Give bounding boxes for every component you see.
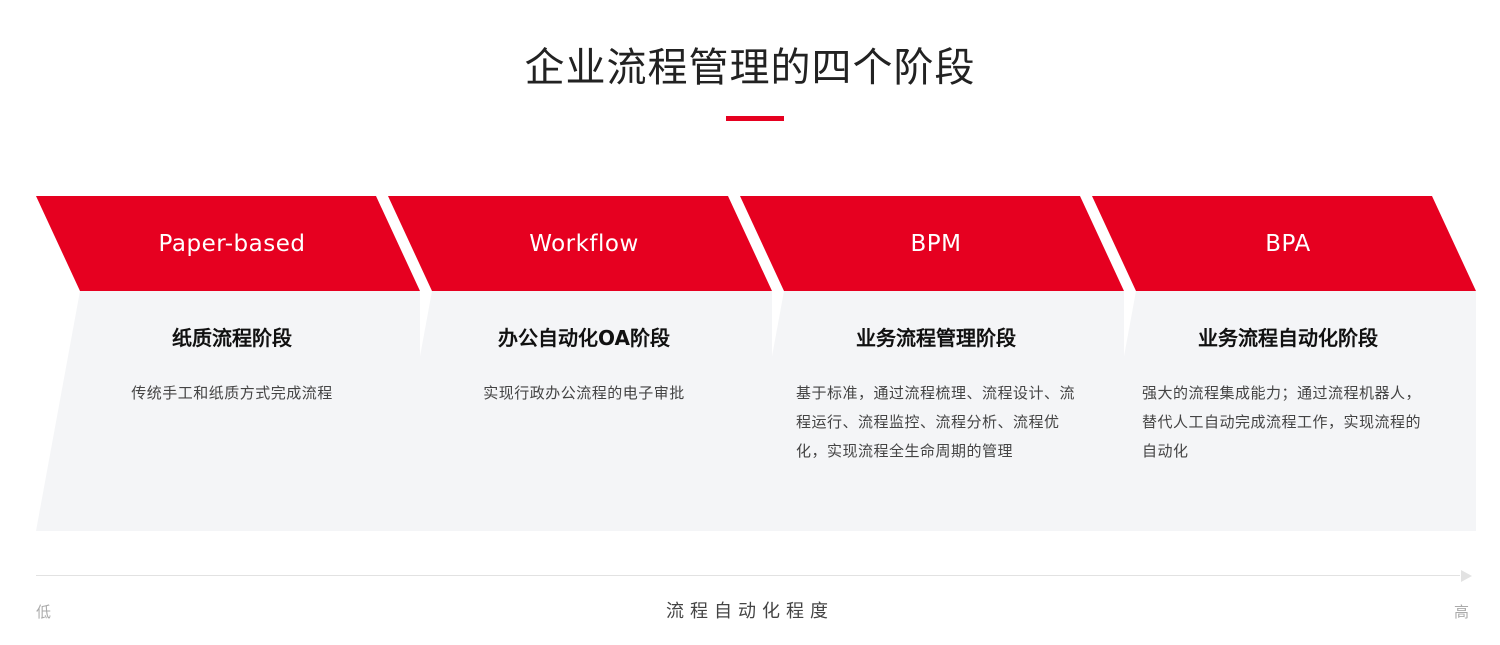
axis-line	[36, 575, 1460, 576]
stage-heading: 业务流程自动化阶段	[1198, 326, 1378, 350]
stage-shape	[740, 196, 1124, 531]
axis-arrow-icon	[1461, 570, 1472, 582]
stage-shape	[388, 196, 772, 531]
stage-description: 实现行政办公流程的电子审批	[483, 384, 685, 402]
stage-name: Workflow	[529, 231, 639, 257]
stage-name: BPA	[1265, 231, 1311, 257]
axis-high-label: 高	[1454, 603, 1470, 621]
stage-description: 基于标准，通过流程梳理、流程设计、流程运行、流程监控、流程分析、流程优化，实现流…	[796, 384, 1076, 460]
stage-heading: 办公自动化OA阶段	[498, 326, 670, 350]
stage-name: Paper-based	[158, 231, 306, 257]
stage-bpa: BPA 业务流程自动化阶段 强大的流程集成能力；通过流程机器人，替代人工自动完成…	[1092, 196, 1500, 531]
stage-paper-based: Paper-based 纸质流程阶段 传统手工和纸质方式完成流程	[36, 196, 476, 531]
stage-heading: 纸质流程阶段	[172, 326, 292, 350]
stage-name: BPM	[910, 231, 962, 257]
stage-shape	[1092, 196, 1476, 531]
stage-description: 强大的流程集成能力；通过流程机器人，替代人工自动完成流程工作，实现流程的自动化	[1142, 384, 1422, 460]
title-underline	[726, 116, 784, 121]
stage-shape	[36, 196, 420, 531]
axis-low-label: 低	[36, 603, 52, 621]
stage-workflow: Workflow 办公自动化OA阶段 实现行政办公流程的电子审批	[388, 196, 828, 531]
stage-description: 传统手工和纸质方式完成流程	[131, 384, 333, 402]
stage-heading: 业务流程管理阶段	[856, 326, 1016, 350]
page-title: 企业流程管理的四个阶段	[524, 45, 976, 91]
axis-title: 流程自动化程度	[666, 601, 834, 622]
stage-bpm: BPM 业务流程管理阶段 基于标准，通过流程梳理、流程设计、流程运行、流程监控、…	[740, 196, 1180, 531]
